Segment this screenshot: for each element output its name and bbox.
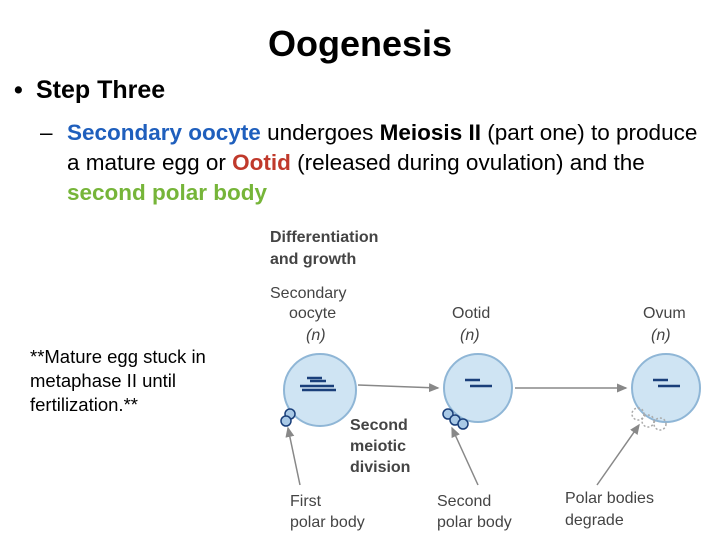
label-first-polar-body: polar body bbox=[290, 514, 365, 531]
heading-and-growth: and growth bbox=[270, 251, 356, 268]
label-second: Second bbox=[350, 417, 408, 434]
label-degrade: degrade bbox=[565, 512, 624, 529]
label-meiotic: meiotic bbox=[350, 438, 406, 455]
label-second-polar: Second bbox=[437, 493, 491, 510]
label-secondary-ploidy: (n) bbox=[306, 327, 326, 344]
first-polar-body-cells bbox=[281, 409, 295, 426]
label-ovum-ploidy: (n) bbox=[651, 327, 671, 344]
ovum-cell bbox=[632, 354, 700, 422]
label-ootid-ploidy: (n) bbox=[460, 327, 480, 344]
label-division: division bbox=[350, 459, 410, 476]
ootid-cell bbox=[444, 354, 512, 422]
label-polar-bodies: Polar bodies bbox=[565, 490, 654, 507]
label-oocyte: oocyte bbox=[289, 305, 336, 322]
label-ootid: Ootid bbox=[452, 305, 490, 322]
label-first: First bbox=[290, 493, 322, 510]
heading-differentiation: Differentiation bbox=[270, 229, 378, 246]
label-ovum: Ovum bbox=[643, 305, 686, 322]
label-secondary: Secondary bbox=[270, 285, 347, 302]
label-second-polar-body: polar body bbox=[437, 514, 512, 531]
